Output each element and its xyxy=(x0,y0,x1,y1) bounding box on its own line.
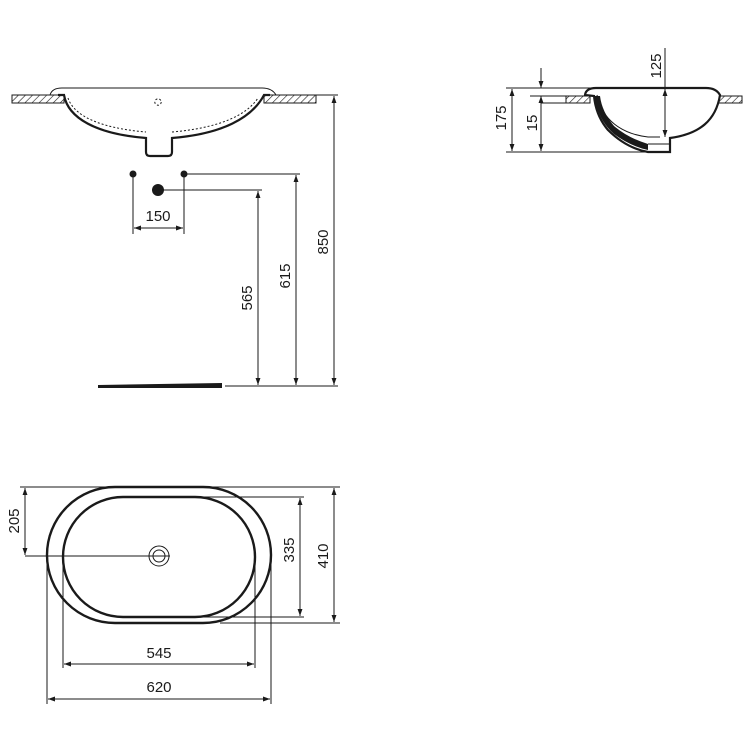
dim-rim-height: 850 xyxy=(315,229,332,254)
plan-view: 205 335 410 545 620 xyxy=(6,485,340,704)
dim-waste-height: 565 xyxy=(239,285,256,310)
dim-tap-spacing: 150 xyxy=(145,208,170,225)
basin-outer-outline xyxy=(45,485,273,625)
basin-inner-outline xyxy=(61,495,257,619)
dim-waste-offset: 205 xyxy=(6,508,23,533)
basin-section-wall xyxy=(594,96,648,150)
basin-body xyxy=(58,93,270,158)
dim-outer-width: 410 xyxy=(315,543,332,568)
dim-inner-width: 335 xyxy=(281,537,298,562)
dim-tap-height: 615 xyxy=(277,263,294,288)
basin-inner-dashed xyxy=(67,97,259,133)
basin-rim xyxy=(49,87,277,96)
countertop-left xyxy=(565,95,591,104)
overflow-hole xyxy=(154,98,162,106)
countertop-left xyxy=(11,94,65,104)
dim-rim-thickness: 15 xyxy=(524,115,541,132)
dim-inner-length: 545 xyxy=(146,645,171,662)
front-elevation-view: 150 565 615 850 xyxy=(11,87,338,388)
dim-total-depth: 175 xyxy=(493,105,510,130)
dim-bowl-depth: 125 xyxy=(648,53,665,78)
dim-outer-length: 620 xyxy=(146,679,171,696)
side-section-view: 175 15 125 xyxy=(493,48,743,154)
countertop-right xyxy=(263,94,317,104)
floor-line xyxy=(98,383,222,388)
